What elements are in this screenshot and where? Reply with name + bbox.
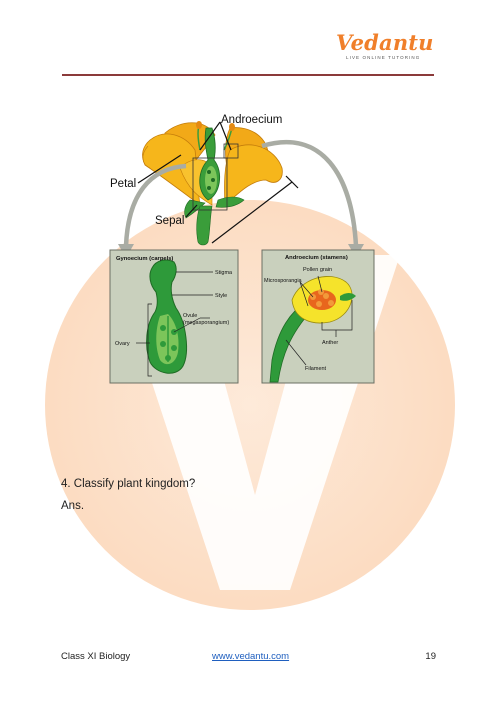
label-leaders (137, 121, 299, 244)
label-androecium: Androecium (221, 114, 282, 126)
page-number: 19 (425, 651, 436, 662)
label-microsporangia: Microsporangia (264, 278, 303, 284)
logo-tagline: LIVE ONLINE TUTORING (346, 55, 421, 60)
logo-wordmark: Vedantu (336, 30, 434, 55)
androecium-panel: Androecium (stamens) Pollen grain Micros… (261, 249, 375, 384)
label-ovary: Ovary (115, 341, 130, 347)
page-footer: Class XI Biology www.vedantu.com 19 (61, 651, 436, 665)
footer-subject: Class XI Biology (61, 651, 131, 662)
answer-label: Ans. (61, 500, 85, 512)
gynoecium-panel: Gynoecium (carpels) Stigma Style Ovule (… (109, 249, 239, 384)
label-ovule: Ovule (183, 313, 197, 319)
footer-website-link[interactable]: www.vedantu.com (212, 651, 290, 662)
label-pollen-grain: Pollen grain (303, 267, 332, 273)
question-text: 4. Classify plant kingdom? (61, 478, 196, 490)
label-petal: Petal (110, 178, 136, 190)
flower-illustration (142, 121, 283, 246)
label-filament: Filament (305, 366, 327, 372)
label-style: Style (215, 293, 227, 299)
label-stigma: Stigma (215, 270, 233, 276)
label-megasporangium: (megasporangium) (183, 320, 229, 326)
vedantu-logo: Vedantu LIVE ONLINE TUTORING (336, 30, 433, 64)
header-rule (62, 74, 434, 76)
label-sepal: Sepal (155, 215, 184, 227)
label-anther: Anther (322, 340, 338, 346)
gynoecium-title: Gynoecium (carpels) (116, 256, 173, 262)
androecium-title: Androecium (stamens) (285, 255, 348, 261)
